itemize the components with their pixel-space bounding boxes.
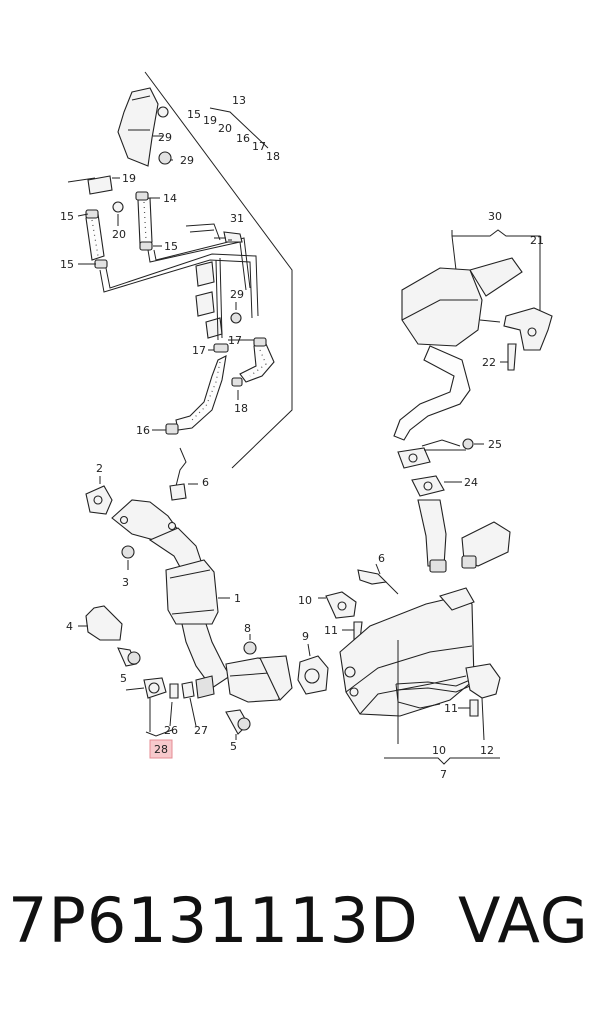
brand-name: VAG <box>458 884 589 957</box>
callout-8: 8 <box>244 622 251 635</box>
callout-18: 18 <box>234 402 248 415</box>
highlighted-part-28[interactable]: 28 <box>149 739 173 759</box>
callout-31: 31 <box>230 212 244 225</box>
callout-1: 1 <box>234 592 241 605</box>
callout-17: 17 <box>252 140 266 153</box>
callout-5: 5 <box>120 672 127 685</box>
exhaust-parts-diagram: 13 15 19 20 16 17 18 29 29 19 14 15 20 1… <box>60 71 553 781</box>
callout-21: 21 <box>530 234 544 247</box>
callout-25: 25 <box>488 438 502 451</box>
callout-11: 11 <box>324 624 338 637</box>
callout-5: 5 <box>230 740 237 753</box>
callout-28: 28 <box>154 743 168 756</box>
callout-7: 7 <box>440 768 447 781</box>
callout-9: 9 <box>302 630 309 643</box>
callout-19: 19 <box>122 172 136 185</box>
part-number: 7P6131113D <box>8 884 419 957</box>
callout-29: 29 <box>158 131 172 144</box>
callout-10: 10 <box>298 594 312 607</box>
callout-2: 2 <box>96 462 103 475</box>
catalytic-converter-group <box>78 447 329 740</box>
callout-16: 16 <box>136 424 150 437</box>
callout-29: 29 <box>230 288 244 301</box>
callout-14: 14 <box>163 192 177 205</box>
callout-19: 19 <box>203 114 217 127</box>
callouts-upper-right: 30 21 22 25 24 <box>464 210 544 489</box>
callout-15: 15 <box>164 240 178 253</box>
callouts-lower: 2 6 3 1 4 5 8 9 10 11 6 26 27 5 11 10 12… <box>66 462 494 781</box>
callout-29: 29 <box>180 154 194 167</box>
hose-assembly-group <box>67 71 293 469</box>
callout-3: 3 <box>122 576 129 589</box>
callout-6: 6 <box>378 552 385 565</box>
callout-26: 26 <box>164 724 178 737</box>
callout-17: 17 <box>228 334 242 347</box>
footer: 7P6131113D VAG <box>0 890 600 990</box>
callout-12: 12 <box>480 744 494 757</box>
callout-10: 10 <box>432 744 446 757</box>
callout-16: 16 <box>236 132 250 145</box>
callout-11: 11 <box>444 702 458 715</box>
silencer-group <box>393 229 553 573</box>
highlight-box <box>149 739 173 759</box>
callout-22: 22 <box>482 356 496 369</box>
callout-20: 20 <box>218 122 232 135</box>
callout-13: 13 <box>232 94 246 107</box>
callouts-upper-left: 13 15 19 20 16 17 18 29 29 19 14 15 20 1… <box>60 94 280 437</box>
callout-15: 15 <box>60 210 74 223</box>
callout-4: 4 <box>66 620 73 633</box>
callout-27: 27 <box>194 724 208 737</box>
callout-15: 15 <box>60 258 74 271</box>
callout-17: 17 <box>192 344 206 357</box>
callout-30: 30 <box>488 210 502 223</box>
callout-15: 15 <box>187 108 201 121</box>
particulate-filter-group <box>318 563 501 765</box>
callout-24: 24 <box>464 476 478 489</box>
callout-18: 18 <box>266 150 280 163</box>
callout-20: 20 <box>112 228 126 241</box>
callout-6: 6 <box>202 476 209 489</box>
